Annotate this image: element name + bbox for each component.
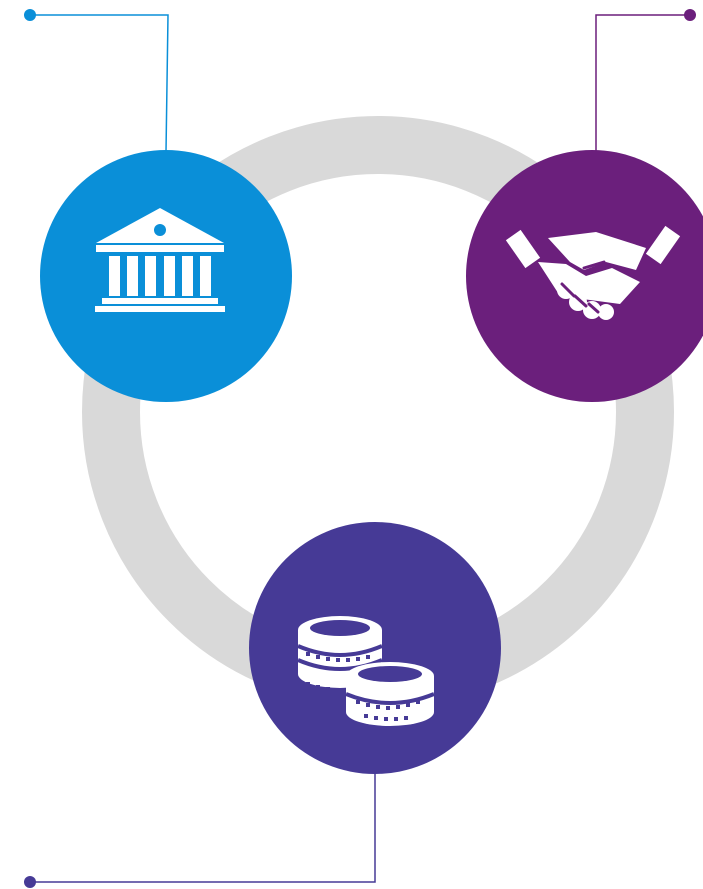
coins-stack-icon (297, 616, 435, 726)
node-partnership (466, 150, 703, 402)
connector-money (24, 772, 376, 888)
connector-partnership (595, 9, 696, 152)
connector-dot-bank (24, 9, 36, 21)
connector-dot-money (24, 876, 36, 888)
node-money (249, 522, 501, 774)
connector-bank (24, 9, 169, 153)
handshake-icon (505, 225, 681, 320)
connector-dot-partnership (684, 9, 696, 21)
node-bank (40, 150, 292, 402)
bank-building-icon (95, 208, 225, 312)
